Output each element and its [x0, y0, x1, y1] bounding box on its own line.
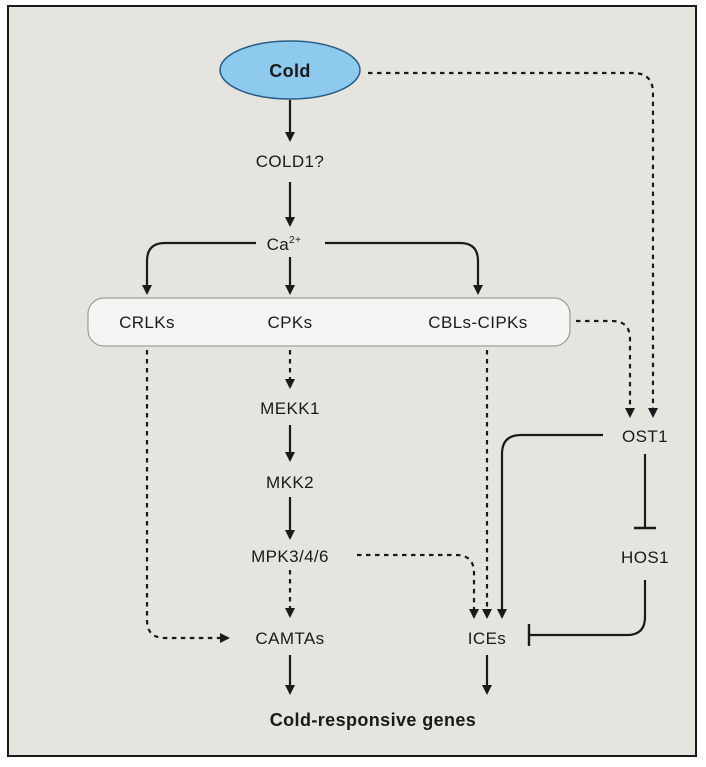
label-ca: Ca2+: [267, 235, 302, 254]
label-cpks: CPKs: [267, 313, 312, 332]
label-mpk: MPK3/4/6: [251, 547, 329, 566]
label-genes: Cold-responsive genes: [270, 710, 476, 730]
dashed-crlks-camtas: [145, 350, 230, 643]
label-ost1: OST1: [622, 427, 668, 446]
label-cbls-cipks: CBLs-CIPKs: [428, 313, 527, 332]
label-crlks: CRLKs: [119, 313, 175, 332]
kinase-group-box: [87, 297, 571, 347]
label-hos1: HOS1: [621, 548, 669, 567]
label-ca-base: Ca: [267, 235, 290, 254]
arrow-ca-cbls: [325, 241, 483, 295]
dashed-cold-ost1: [368, 71, 658, 418]
label-cold: Cold: [269, 61, 311, 81]
arrow-ost1-ices: [497, 433, 603, 619]
label-ices: ICEs: [468, 629, 506, 648]
diagram-frame: [7, 5, 697, 757]
inhibit-hos1-ices: [529, 580, 647, 637]
label-cold1: COLD1?: [256, 152, 325, 171]
dashed-cbls-ost1: [576, 319, 635, 418]
cold-node: [219, 40, 361, 100]
dashed-mpk-ices: [357, 553, 479, 619]
label-camtas: CAMTAs: [255, 629, 324, 648]
arrow-ca-crlks: [142, 241, 256, 295]
label-mkk2: MKK2: [266, 473, 314, 492]
label-ca-sup: 2+: [289, 235, 301, 246]
label-mekk1: MEKK1: [260, 399, 320, 418]
